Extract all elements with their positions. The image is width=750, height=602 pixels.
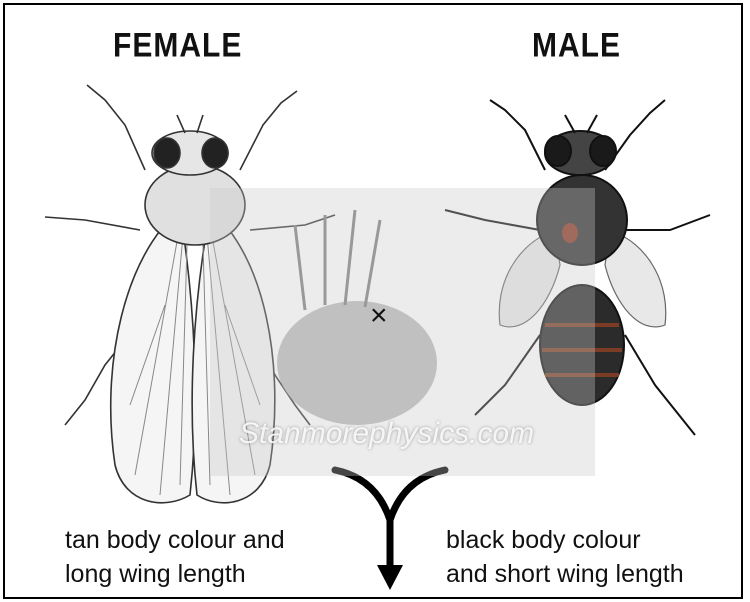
female-caption-line: long wing length xyxy=(65,557,365,591)
male-caption-line: and short wing length xyxy=(446,557,743,591)
watermark: Stanmorephysics.com xyxy=(239,417,534,451)
female-caption: tan body colour and long wing length xyxy=(65,523,365,591)
male-caption: black body colour and short wing length xyxy=(446,523,743,591)
overlay-fly-body xyxy=(277,301,437,425)
female-title: FEMALE xyxy=(113,26,242,65)
overlay-feathers xyxy=(295,210,380,310)
cross-symbol: × xyxy=(370,299,388,333)
female-caption-line: tan body colour and xyxy=(65,523,365,557)
male-caption-line: black body colour xyxy=(446,523,743,557)
diagram-frame: FEMALE MALE × Stanmorephysics.com tan bo… xyxy=(3,3,743,599)
male-title: MALE xyxy=(532,26,621,65)
